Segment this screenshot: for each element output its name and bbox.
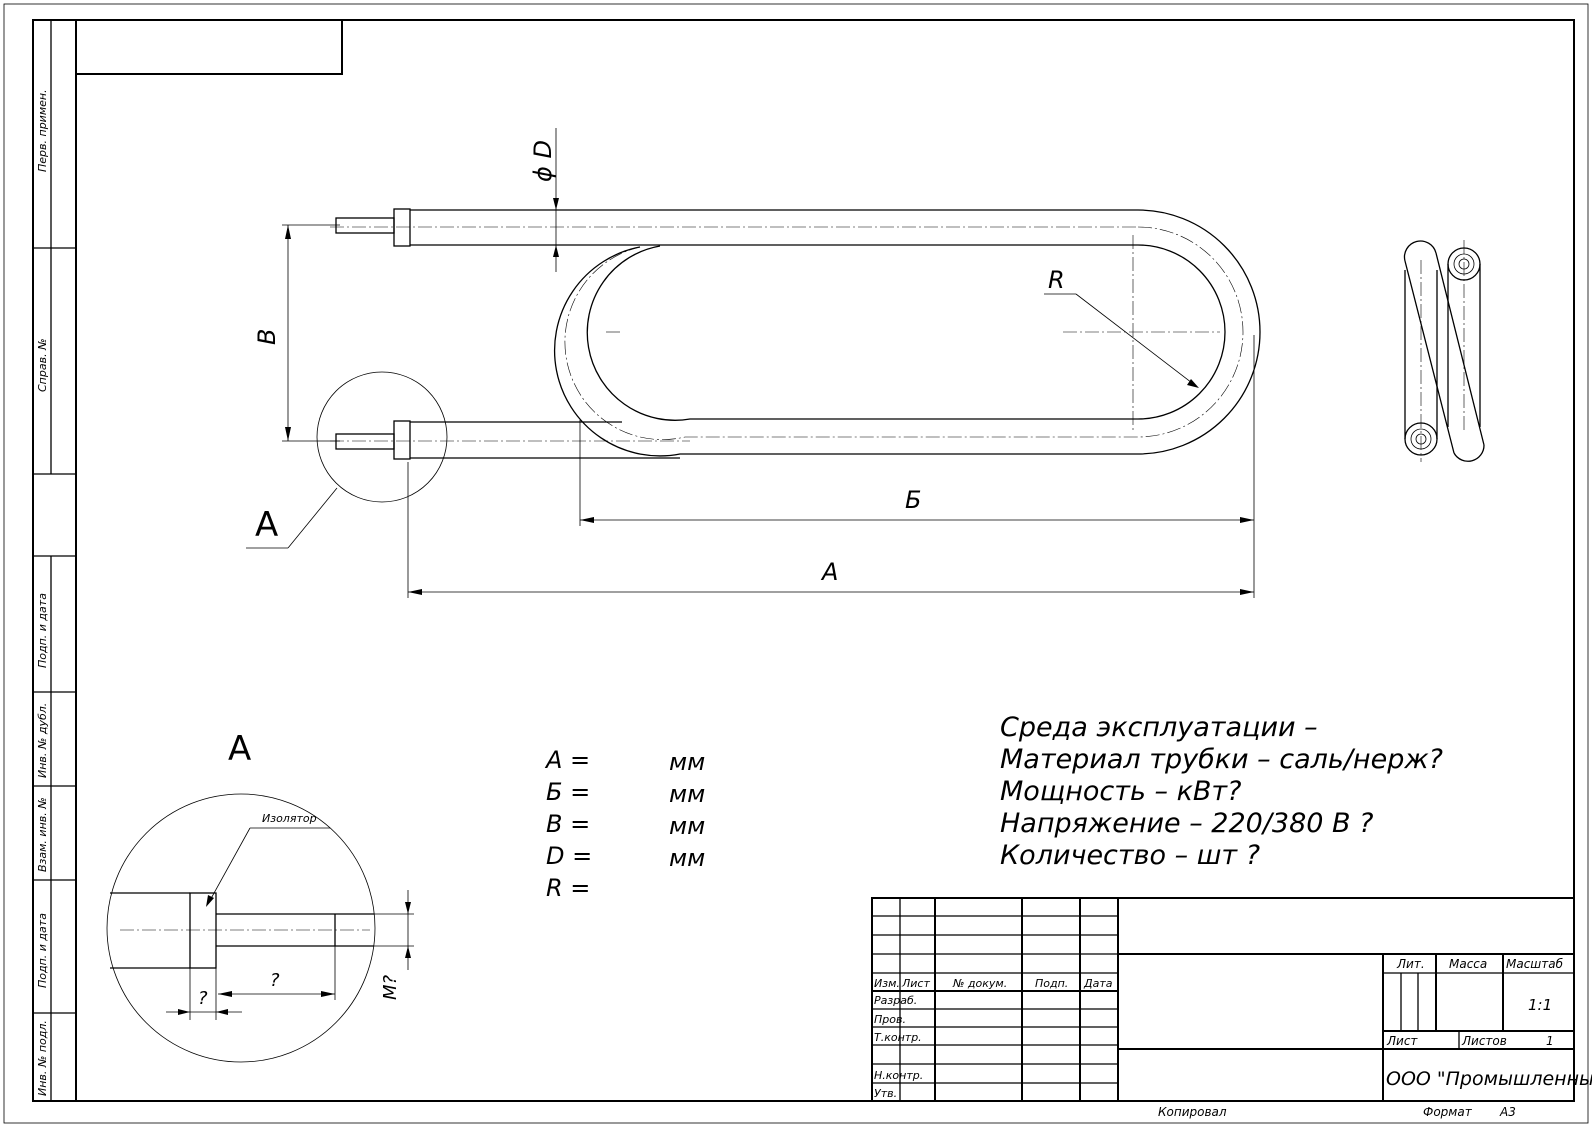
detail-m: М? xyxy=(380,974,401,1000)
side-strip: Перв. примен. Справ. № Подп. и дата Инв.… xyxy=(33,20,76,1101)
lower-insulator xyxy=(393,420,411,460)
lower-terminal-stud xyxy=(335,433,395,450)
dims-a-label: А = xyxy=(544,746,590,774)
dims-v-unit: мм xyxy=(669,812,705,840)
specs-block: Среда эксплуатации – Материал трубки – с… xyxy=(1000,712,1443,871)
spec-kolichestvo: Количество – шт ? xyxy=(1000,840,1260,871)
upper-insulator xyxy=(393,208,411,247)
dim-v-label: В xyxy=(253,329,281,345)
dim-phi-d-label: ϕ D xyxy=(529,140,557,182)
tb-masshtab: Масштаб xyxy=(1506,957,1564,971)
dims-a-unit: мм xyxy=(669,748,705,776)
upper-terminal-stud xyxy=(335,217,395,234)
dim-r: R xyxy=(1044,266,1199,388)
tb-data: Дата xyxy=(1083,977,1113,990)
dims-v-label: В = xyxy=(546,810,590,838)
tb-kopiroval: Копировал xyxy=(1158,1105,1227,1119)
tb-prov: Пров. xyxy=(874,1013,906,1026)
tb-t-kontr: Т.контр. xyxy=(874,1031,922,1044)
tb-podp: Подп. xyxy=(1035,977,1068,990)
tb-format: Формат xyxy=(1423,1105,1473,1119)
detail-a-view: А Изолятор ? ? М? xyxy=(106,729,414,1063)
spec-moshchnost: Мощность – кВт? xyxy=(1000,776,1241,807)
dim-r-label: R xyxy=(1048,266,1065,294)
detail-a-callout: А xyxy=(246,371,448,549)
spec-sreda: Среда эксплуатации – xyxy=(1000,712,1318,743)
dim-a-label: А xyxy=(820,558,838,586)
view-a-label: А xyxy=(255,505,278,545)
tb-utv: Утв. xyxy=(874,1087,897,1100)
side-label-inv-dubl: Инв. № дубл. xyxy=(36,703,49,778)
dim-phi-d: ϕ D xyxy=(529,128,559,272)
tb-scale-value: 1:1 xyxy=(1528,996,1552,1014)
tb-n-kontr: Н.контр. xyxy=(874,1069,923,1082)
side-label-inv-podl: Инв. № подл. xyxy=(36,1020,49,1096)
title-block: Изм. Лист № докум. Подп. Дата Разраб. Пр… xyxy=(871,897,1592,1119)
detail-title: А xyxy=(228,729,251,769)
dim-v: В xyxy=(253,224,340,442)
spec-material: Материал трубки – саль/нерж? xyxy=(1000,744,1443,775)
tb-list2: Лист xyxy=(1386,1034,1418,1048)
spec-napryazhenie: Напряжение – 220/380 В ? xyxy=(1000,808,1373,839)
tb-izm: Изм. xyxy=(874,977,900,990)
top-stamp-box xyxy=(75,19,343,75)
side-label-vzam-inv: Взам. инв. № xyxy=(36,797,49,872)
detail-q1: ? xyxy=(198,988,208,1009)
tb-format-value: А3 xyxy=(1499,1105,1516,1119)
tb-massa: Масса xyxy=(1449,957,1487,971)
dims-list: А = мм Б = мм В = мм D = мм R = xyxy=(544,746,705,902)
dims-d-label: D = xyxy=(546,842,592,870)
tb-n-dokum: № докум. xyxy=(952,977,1007,990)
side-label-podp-data-1: Подп. и дата xyxy=(36,593,49,668)
tb-razrab: Разраб. xyxy=(874,994,917,1007)
tb-company: ООО "Промышленный ТЭН xyxy=(1386,1068,1592,1090)
tb-list: Лист xyxy=(901,977,930,990)
heater-side-view xyxy=(1403,240,1485,462)
dims-d-unit: мм xyxy=(669,844,705,872)
tb-lit: Лит. xyxy=(1396,957,1425,971)
side-label-perv-primen: Перв. примен. xyxy=(36,89,49,172)
dim-b-label: Б xyxy=(905,486,921,514)
dim-b: Б xyxy=(579,335,1255,526)
tb-listov: Листов xyxy=(1461,1034,1507,1048)
dims-r-label: R = xyxy=(546,874,590,902)
drawing-frame xyxy=(32,19,1575,1102)
heater-main-view xyxy=(330,208,1261,460)
detail-q2: ? xyxy=(270,970,280,991)
side-label-sprav-no: Справ. № xyxy=(36,338,49,392)
dims-b-unit: мм xyxy=(669,780,705,808)
side-label-podp-data-2: Подп. и дата xyxy=(36,913,49,988)
tb-listov-value: 1 xyxy=(1546,1034,1554,1048)
dim-a: А xyxy=(407,462,1255,598)
outer-trim-frame xyxy=(3,3,1589,1124)
izolyator-label: Изолятор xyxy=(262,812,317,825)
dims-b-label: Б = xyxy=(546,778,590,806)
